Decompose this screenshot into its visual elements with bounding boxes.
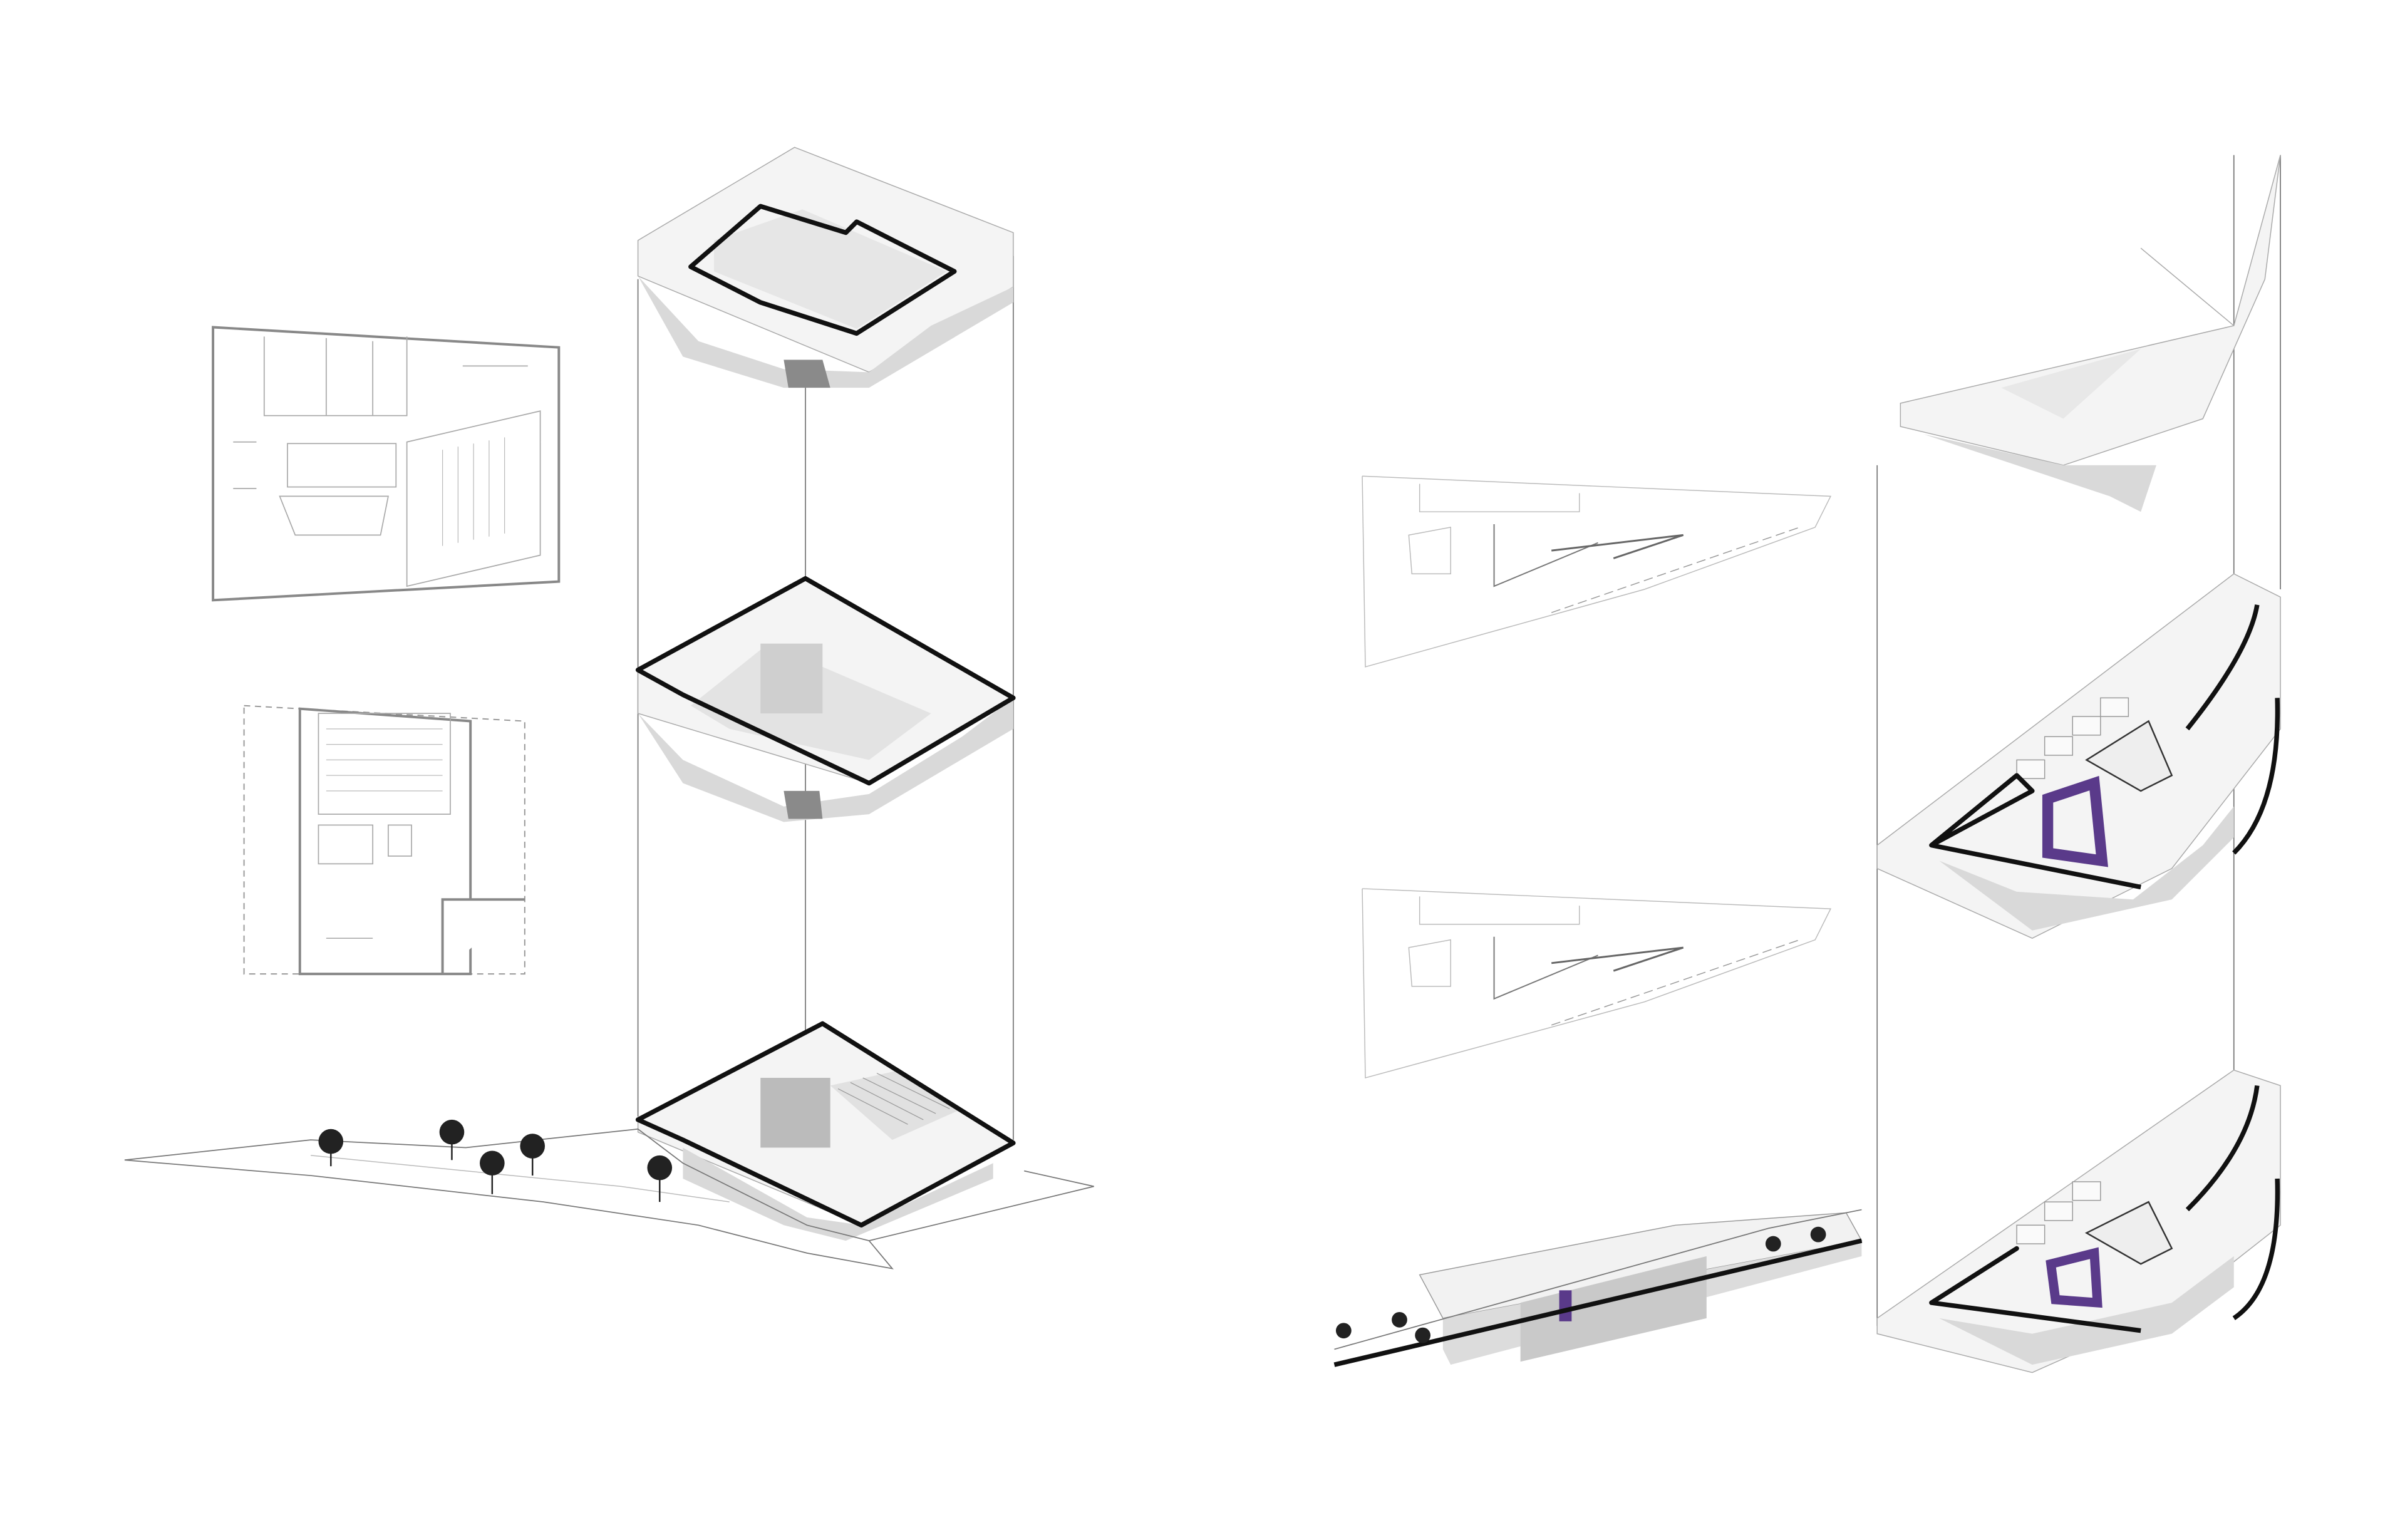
tree-icon <box>318 1129 344 1167</box>
right-floor-middle <box>1876 573 2281 939</box>
right-roof <box>1900 155 2281 512</box>
tree-icon <box>520 1134 546 1176</box>
left-floor-ground <box>635 1021 1016 1241</box>
tree-icon <box>1415 1327 1431 1343</box>
purple-core-lower <box>2046 1247 2102 1308</box>
tree-icon <box>1765 1236 1781 1252</box>
right-floor-plan-lower <box>1362 888 1832 1079</box>
left-floor-plan-upper <box>212 326 561 602</box>
tree-icon <box>480 1150 505 1194</box>
tree-icon <box>647 1155 673 1202</box>
tree-icon <box>439 1119 465 1160</box>
left-floor-plan-lower <box>243 705 525 976</box>
purple-core-upper <box>2042 775 2108 867</box>
right-floor-ground <box>1876 1069 2281 1373</box>
left-site-terrain <box>124 1128 1094 1269</box>
right-floor-plan-upper <box>1362 475 1832 668</box>
left-floor-middle <box>635 576 1016 822</box>
tree-icon <box>1810 1226 1826 1243</box>
left-floor-top <box>637 147 1014 388</box>
tree-icon <box>1392 1311 1407 1328</box>
tree-icon <box>1335 1323 1352 1339</box>
left-trees <box>318 1119 673 1202</box>
right-long-section-model <box>1333 1209 1863 1367</box>
